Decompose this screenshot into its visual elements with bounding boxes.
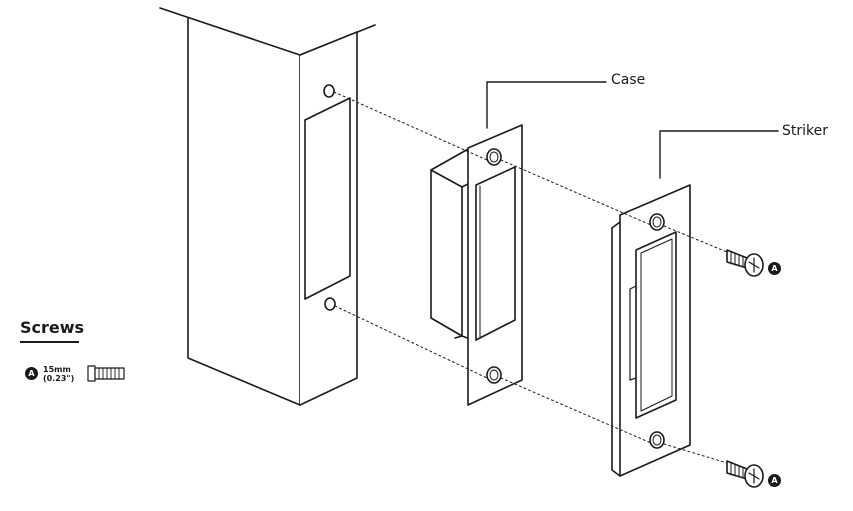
case-label: Case (611, 72, 645, 88)
screw-length-in: (0.23") (43, 374, 74, 383)
screw-length-mm: 15mm (43, 365, 71, 374)
machine-screw-icon (727, 250, 763, 276)
strike-case (431, 125, 522, 405)
legend-screw-icon (88, 366, 124, 381)
striker-label: Striker (782, 123, 828, 139)
badge-a-icon: A (768, 474, 781, 487)
badge-a-icon: A (25, 367, 38, 380)
badge-a-icon: A (768, 262, 781, 275)
machine-screw-icon (727, 461, 763, 487)
screws-legend-title: Screws (20, 318, 84, 337)
leader-lines (487, 82, 778, 178)
door-jamb (160, 8, 375, 405)
striker-plate (612, 185, 690, 476)
legend-divider (20, 341, 79, 343)
